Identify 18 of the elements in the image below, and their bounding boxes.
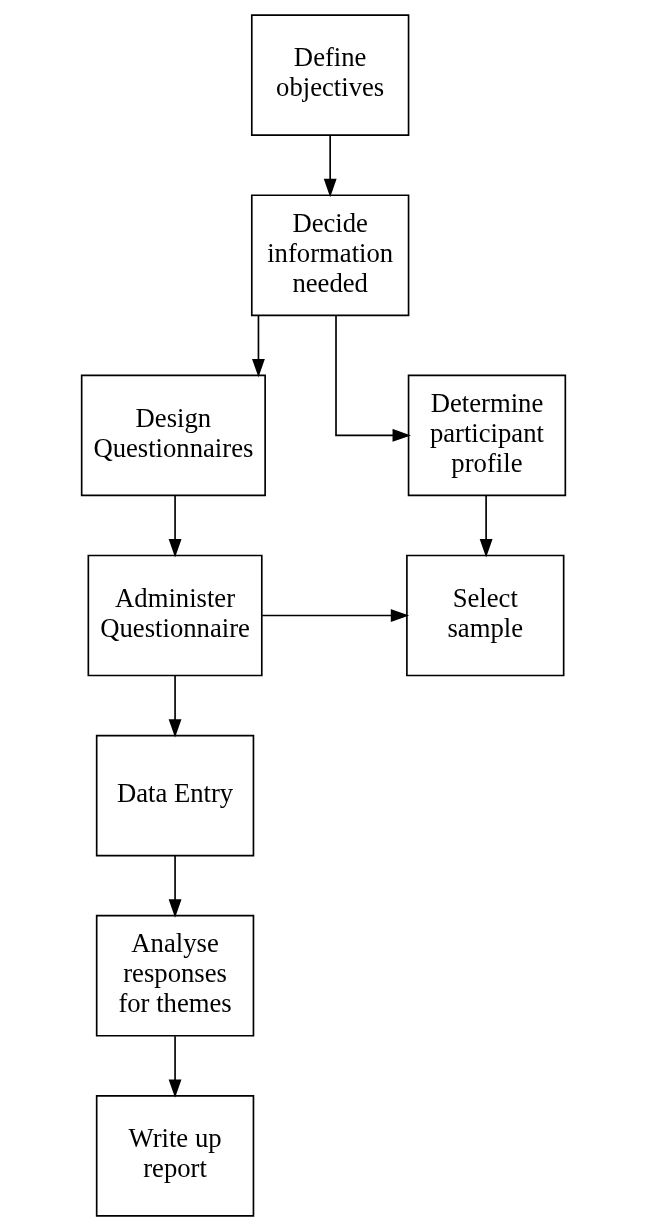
arrow [168, 1035, 182, 1098]
node-box: Write up report [95, 1095, 255, 1217]
arrow [168, 675, 182, 738]
arrow [261, 609, 410, 622]
arrow [335, 314, 411, 442]
node-box: Define objectives [250, 14, 410, 136]
node-box: Data Entry [95, 734, 255, 857]
node-box: Analyse responses for themes [95, 914, 255, 1037]
arrow [168, 855, 182, 918]
node-box: Design Questionnaires [80, 374, 266, 497]
arrow [168, 495, 182, 558]
node-box: Select sample [406, 554, 565, 677]
arrow [479, 495, 493, 558]
node-box: Decide information needed [250, 194, 410, 317]
arrow [323, 134, 337, 198]
node-box: Administer Questionnaire [87, 554, 263, 677]
node-box: Determine participant profile [407, 374, 567, 497]
arrow [252, 314, 265, 378]
